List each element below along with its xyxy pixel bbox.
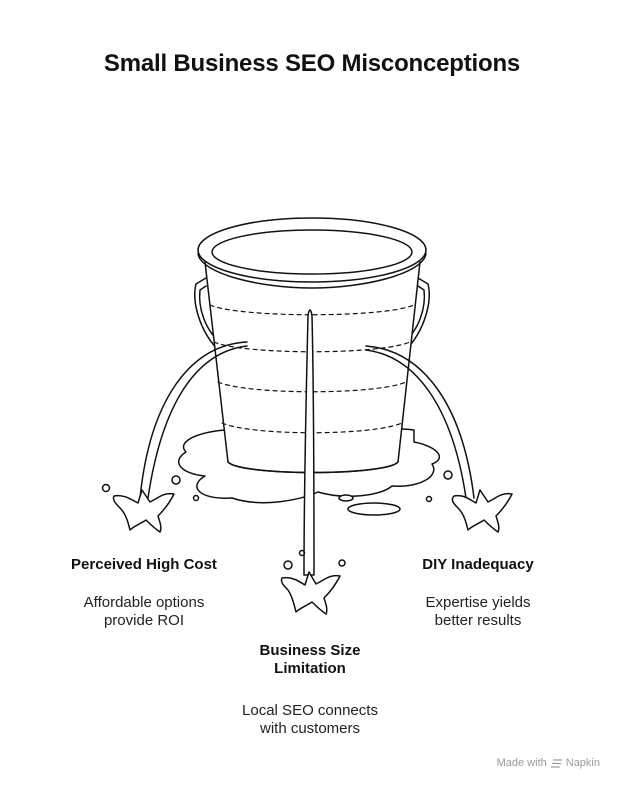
droplet <box>171 475 181 485</box>
misconception-desc-size: Local SEO connects with customers <box>242 702 378 737</box>
stream-right <box>365 345 475 499</box>
splash-left <box>112 489 175 533</box>
page-title: Small Business SEO Misconceptions <box>103 50 521 77</box>
droplet <box>298 549 306 557</box>
droplet <box>283 560 293 570</box>
misconception-desc-cost: Affordable options provide ROI <box>83 594 205 629</box>
droplet <box>425 495 433 503</box>
misconception-label-size: Business Size Limitation <box>259 642 361 677</box>
stream-right <box>365 349 467 499</box>
bucket-rim-inner <box>211 229 413 275</box>
splash-right <box>451 489 513 533</box>
stream-left <box>139 341 248 499</box>
puddle-drop <box>338 494 354 502</box>
stream-left <box>147 345 248 499</box>
footer-branding: Made with Napkin <box>497 757 600 769</box>
footer-made-with: Made with <box>496 757 547 769</box>
droplet <box>338 559 346 567</box>
misconception-label-diy: DIY Inadequacy <box>422 556 534 573</box>
droplet <box>443 470 453 480</box>
bucket-rim-outer <box>197 217 427 283</box>
bucket-handle-left <box>194 277 221 353</box>
droplet <box>192 494 200 502</box>
footer-brand: Napkin <box>565 757 600 769</box>
bucket-rim-lip <box>197 253 427 289</box>
stream-center <box>303 309 315 576</box>
splash-center <box>280 571 341 615</box>
puddle-drop <box>347 502 401 516</box>
misconception-desc-diy: Expertise yields better results <box>425 594 531 629</box>
misconception-label-cost: Perceived High Cost <box>71 556 217 573</box>
napkin-logo-icon <box>550 758 562 768</box>
droplet <box>101 483 111 493</box>
